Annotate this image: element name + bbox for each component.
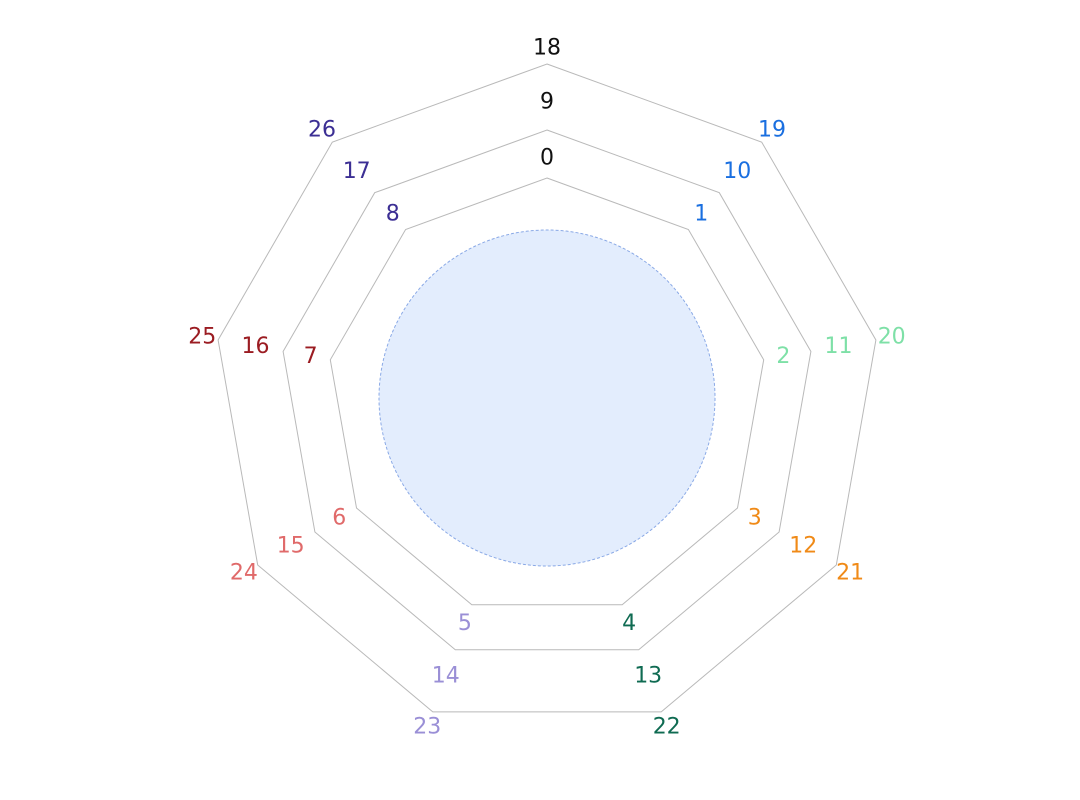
node-label-23: 23 xyxy=(413,714,441,739)
labels-layer: 0 9 18 1 10 19 2 11 20 3 12 21 4 13 22 5 14 23 6 15 24 7 16 25 8… xyxy=(188,36,905,740)
node-label-4: 4 xyxy=(622,611,636,636)
node-label-24: 24 xyxy=(230,561,258,586)
node-label-10: 10 xyxy=(723,159,751,184)
node-label-0: 0 xyxy=(540,146,554,171)
node-label-14: 14 xyxy=(432,664,460,689)
node-label-22: 22 xyxy=(653,714,681,739)
ring-3 xyxy=(217,63,877,713)
node-label-20: 20 xyxy=(878,325,906,350)
node-label-15: 15 xyxy=(277,534,305,559)
node-label-25: 25 xyxy=(188,325,216,350)
node-label-5: 5 xyxy=(458,611,472,636)
node-label-19: 19 xyxy=(758,117,786,142)
node-label-21: 21 xyxy=(836,561,864,586)
center-disc xyxy=(378,229,716,567)
ring-2 xyxy=(282,129,812,651)
node-label-1: 1 xyxy=(694,202,708,227)
node-label-17: 17 xyxy=(343,159,371,184)
node-label-2: 2 xyxy=(776,344,790,369)
node-label-7: 7 xyxy=(304,344,318,369)
rings-layer xyxy=(217,63,877,713)
node-label-13: 13 xyxy=(634,664,662,689)
node-label-3: 3 xyxy=(748,506,762,531)
node-label-8: 8 xyxy=(386,202,400,227)
node-label-11: 11 xyxy=(825,334,853,359)
node-label-12: 12 xyxy=(789,534,817,559)
node-label-6: 6 xyxy=(332,506,346,531)
node-label-16: 16 xyxy=(242,334,270,359)
node-label-18: 18 xyxy=(533,36,561,61)
node-label-26: 26 xyxy=(308,117,336,142)
node-label-9: 9 xyxy=(540,90,554,115)
ring-1 xyxy=(329,177,765,606)
